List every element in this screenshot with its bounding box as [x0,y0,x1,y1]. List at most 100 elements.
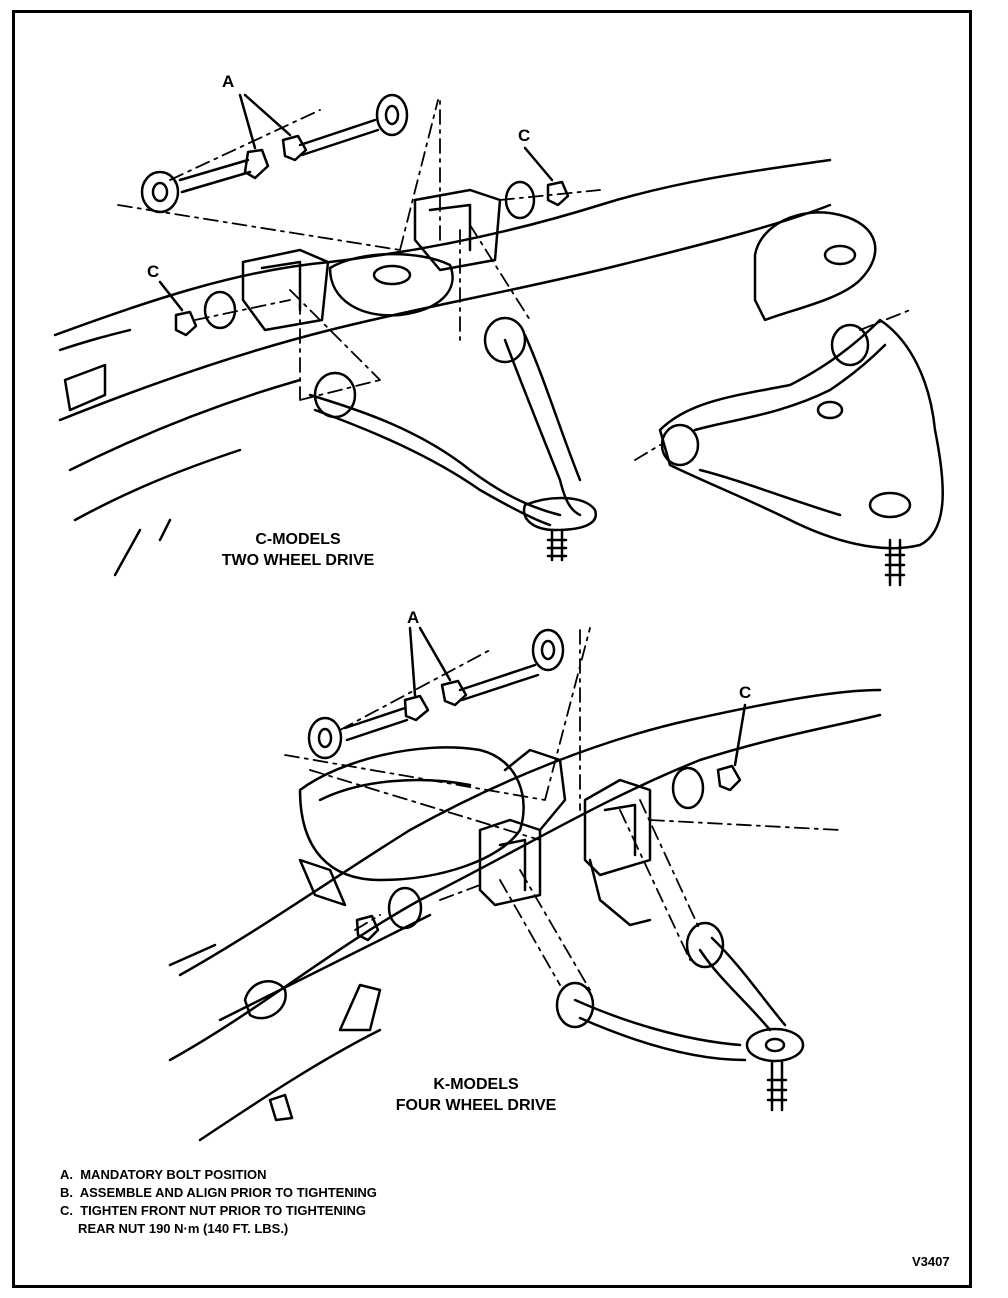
c-nut-c [546,180,570,207]
callout-c-top-right: C [518,126,531,145]
c-arm-detail-hole [816,400,844,420]
k-frame-rail [268,1093,294,1122]
k-washer [531,628,565,672]
k-frame-rail [178,688,882,977]
note-a: A. MANDATORY BOLT POSITION [60,1167,267,1182]
c-arm-detail [693,343,887,432]
c-frame-rail [58,203,832,422]
k-differential [318,778,472,802]
k-washer [307,716,343,760]
k-bracket [583,778,652,877]
c-models-illustration [53,93,944,587]
notes-legend: A. MANDATORY BOLT POSITION B. ASSEMBLE A… [60,1166,377,1238]
c-frame-bracket-hole [823,244,857,266]
k-ball-joint [745,1027,805,1063]
c-frame-bracket-right [753,211,877,322]
c-arm-bushing [313,371,357,419]
c-leader-c [523,146,554,182]
callout-c-bottom: C [739,683,752,702]
c-washer [384,104,400,126]
k-washer [317,727,333,749]
k-models-illustration [168,626,882,1142]
c-frame-rail [63,363,107,412]
c-bolt-a [178,158,252,194]
callout-c-top-left: C [147,262,160,281]
k-bolt-a-head [403,694,430,722]
c-arm-detail-bushing [660,423,700,467]
figure-border [12,10,972,1288]
c-upper-control-arm [523,333,582,482]
c-nut-c [174,310,198,337]
k-frame-rail [198,1028,382,1142]
c-arm-bushing [483,316,527,364]
c-spring-seat [328,252,454,317]
c-upper-control-arm [503,338,582,517]
c-alignment-line [459,189,601,341]
k-nut-c [716,764,742,792]
k-bracket [588,858,652,927]
c-arm-detail [698,468,842,517]
c-upper-control-arm [308,393,562,517]
c-bracket-rear [260,260,302,312]
k-models-subtitle: FOUR WHEEL DRIVE [395,1097,557,1114]
k-arm-bushing [685,921,725,969]
k-bracket [498,838,527,892]
c-upper-control-arm [313,408,552,527]
k-alignment-line [619,799,841,961]
k-upper-control-arm [578,1016,747,1062]
c-arm-detail [658,318,944,550]
k-leader-c [733,703,747,767]
k-differential [298,858,347,907]
c-frame-rail [73,448,242,522]
c-frame-rail [113,528,142,577]
k-arm-bushing [555,981,595,1029]
c-washer [375,93,409,137]
note-c: C. TIGHTEN FRONT NUT PRIOR TO TIGHTENING [60,1203,366,1218]
k-alignment-line [309,769,591,991]
c-alignment-line [117,99,441,251]
c-frame-rail [68,378,302,472]
c-alignment-line [634,309,911,461]
c-washer [203,290,237,330]
k-differential [298,746,525,882]
k-alignment-line [354,884,481,931]
k-frame-rail [168,943,217,967]
c-bracket-rear [241,248,330,332]
k-bolt-a-head [440,679,468,707]
k-models-caption: K-MODELS FOUR WHEEL DRIVE [346,1074,606,1116]
c-alignment-line [194,289,381,401]
c-bracket-front [413,188,502,272]
figure-id: V3407 [912,1254,950,1269]
note-b: B. ASSEMBLE AND ALIGN PRIOR TO TIGHTENIN… [60,1185,377,1200]
k-bolt-a [458,663,540,702]
c-bracket-front [428,203,472,252]
c-leader-c [158,280,184,312]
c-frame-rail [53,158,832,337]
c-bolt-a-head [243,148,270,180]
c-frame-rail [158,518,172,542]
c-bolt-a-head [281,134,308,162]
c-arm-detail-bushing [830,323,870,367]
note-c-continued: REAR NUT 190 N·m (140 FT. LBS.) [60,1221,289,1236]
c-arm-detail-balljoint [868,491,912,519]
k-models-title: K-MODELS [433,1076,519,1093]
c-washer [504,180,536,220]
c-bolt-a [298,118,380,157]
callout-a-top: A [222,72,235,91]
k-upper-control-arm [710,936,787,1027]
k-bracket [603,803,637,857]
c-arm-detail-stud [884,538,906,587]
k-frame-rail [338,983,382,1032]
c-ball-joint-stud [546,528,568,562]
c-spring-seat-hole [372,264,412,286]
k-bolt-a [343,706,409,742]
c-models-caption: C-MODELS TWO WHEEL DRIVE [168,529,428,571]
k-ball-joint-stud [766,1060,788,1112]
c-models-title: C-MODELS [255,531,341,548]
c-washer [151,181,169,203]
k-alignment-line [284,627,591,811]
k-leader-a [408,626,452,697]
k-frame-rail [243,980,287,1020]
k-washer [387,886,423,930]
